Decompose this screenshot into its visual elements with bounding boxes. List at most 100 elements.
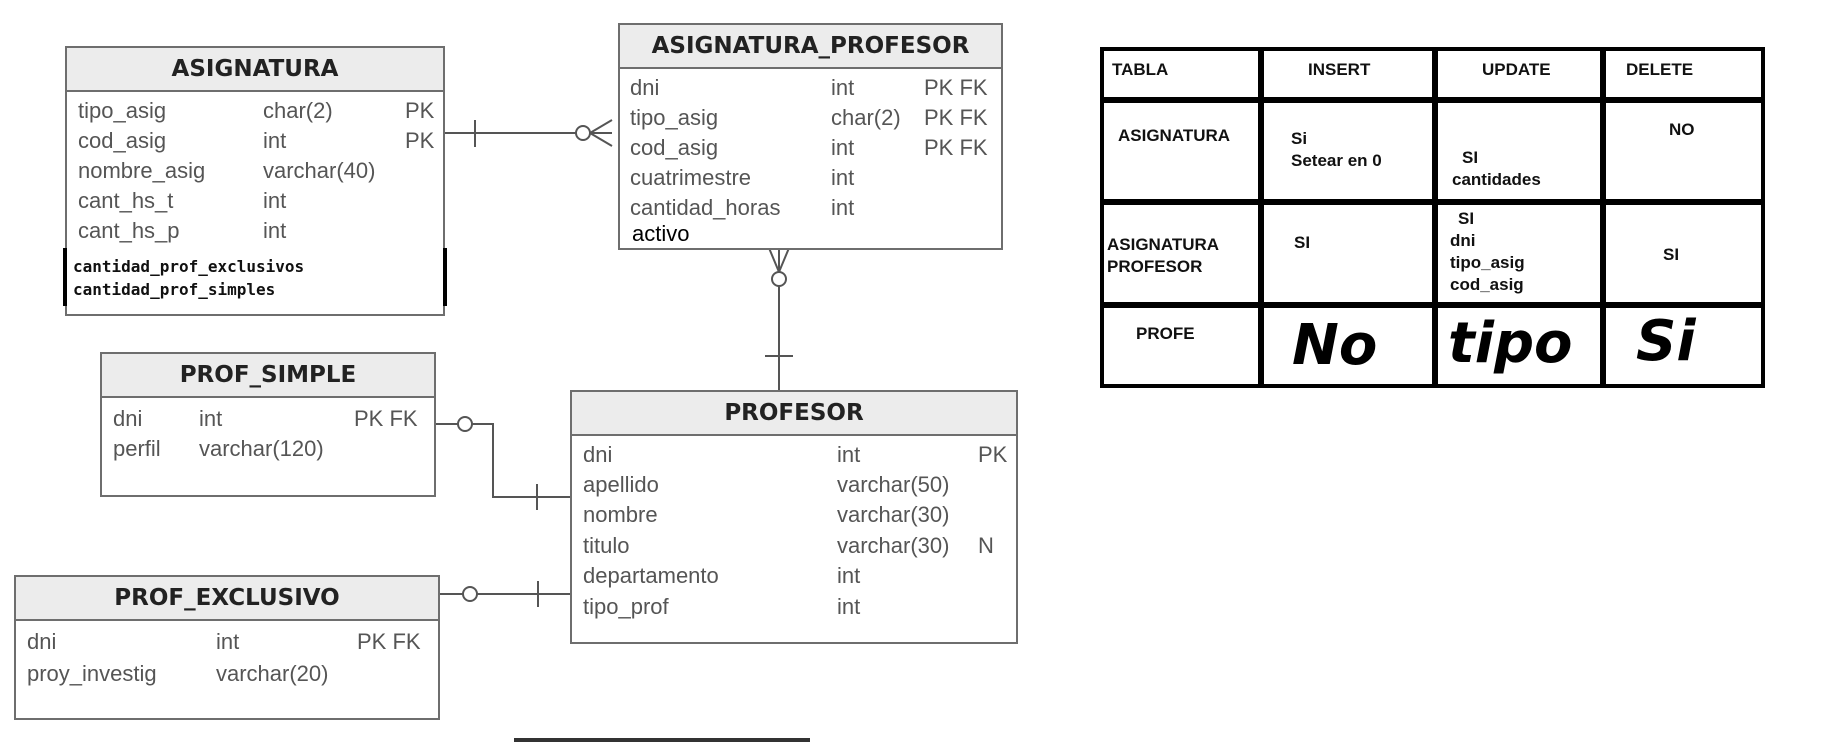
attr-type: int: [837, 563, 861, 588]
attr-name: titulo: [583, 533, 630, 558]
attr-type: varchar(30): [837, 502, 950, 527]
attr-type: int: [837, 594, 861, 619]
attr-key: PK FK: [357, 629, 421, 654]
attr-key: PK: [405, 98, 435, 123]
table-cell: ASIGNATURA: [1104, 103, 1258, 199]
attr-name: dni: [27, 629, 57, 654]
attr-name: tipo_asig: [630, 105, 719, 130]
table-cell: NO: [1606, 103, 1761, 199]
attr-type: varchar(50): [837, 472, 950, 497]
attr-key: PK FK: [354, 406, 418, 431]
row-insert: Si: [1291, 129, 1308, 148]
attr-type: char(2): [831, 105, 901, 130]
table-cell: SI: [1606, 205, 1761, 302]
simple-rel-line-b: [472, 423, 570, 498]
highlight-bar-right: [443, 248, 447, 306]
attr-name: cod_asig: [78, 128, 167, 153]
attr-type: int: [263, 218, 287, 243]
row-update: SI: [1462, 148, 1479, 167]
crowfoot-top: [589, 119, 613, 134]
entity-profesor: PROFESOR dni int PK apellido varchar(50)…: [570, 390, 1018, 644]
attr-type: varchar(30): [837, 533, 950, 558]
attr-name: cant_hs_p: [78, 218, 180, 243]
table-cell: SI cantidades: [1438, 103, 1600, 199]
table-header-cell: TABLA: [1104, 51, 1258, 97]
attr-name: departamento: [583, 563, 719, 588]
attr-type: int: [263, 128, 287, 153]
row-insert-handwritten: No: [1292, 313, 1378, 378]
table-cell: Si Setear en 0: [1264, 103, 1432, 199]
cropped-bottom-element: [514, 738, 810, 742]
header-insert: INSERT: [1308, 60, 1371, 79]
table-cell: SI: [1264, 205, 1432, 302]
attr-type: int: [831, 165, 855, 190]
attr-name: perfil: [113, 436, 161, 461]
attr-type: char(2): [263, 98, 333, 123]
extra-attr-activo: activo: [632, 221, 690, 246]
entity-title: PROFESOR: [572, 392, 1016, 436]
table-header-cell: DELETE: [1606, 51, 1761, 97]
attr-name: cantidad_horas: [630, 195, 781, 220]
attr-key: PK FK: [924, 135, 988, 160]
table-cell: No: [1264, 308, 1432, 384]
attr-type: int: [837, 442, 861, 467]
row-insert: SI: [1294, 233, 1311, 252]
header-delete: DELETE: [1626, 60, 1694, 79]
row-update: SI: [1458, 209, 1475, 228]
attr-key: PK: [978, 442, 1008, 467]
attr-type: int: [831, 75, 855, 100]
table-cell: ASIGNATURA PROFESOR: [1104, 205, 1258, 302]
table-cell: tipo: [1438, 308, 1600, 384]
row-update-handwritten: tipo: [1448, 311, 1573, 376]
row-tabla: PROFE: [1136, 324, 1195, 343]
attr-name: dni: [583, 442, 613, 467]
entity-title: ASIGNATURA: [67, 48, 443, 92]
extra-attr: cantidad_prof_exclusivos: [73, 257, 305, 276]
attr-name: nombre_asig: [78, 158, 206, 183]
attr-key: PK FK: [924, 105, 988, 130]
entity-prof-exclusivo: PROF_EXCLUSIVO dni int PK FK proy_invest…: [14, 575, 440, 720]
crowfoot-left: [768, 247, 780, 273]
attr-key: PK: [405, 128, 435, 153]
asignatura-prof-zero-mark: [575, 125, 591, 141]
crowfoot-bottom: [589, 132, 613, 147]
crowfoot-right: [778, 247, 790, 273]
row-update: dni: [1450, 231, 1476, 250]
trigger-table: TABLA INSERT UPDATE DELETE ASIGNATURA Si…: [1100, 47, 1765, 388]
attr-type: varchar(40): [263, 158, 376, 183]
attr-name: cod_asig: [630, 135, 719, 160]
table-header-cell: INSERT: [1264, 51, 1432, 97]
attr-name: nombre: [583, 502, 658, 527]
attr-type: varchar(20): [216, 661, 329, 686]
attr-type: int: [216, 629, 240, 654]
extra-attr: cantidad_prof_simples: [73, 280, 276, 299]
entity-title: PROF_EXCLUSIVO: [16, 577, 438, 621]
attr-name: tipo_prof: [583, 594, 669, 619]
attr-name: apellido: [583, 472, 659, 497]
row-tabla: ASIGNATURA: [1118, 126, 1231, 145]
highlight-bar-left: [63, 248, 67, 306]
attr-name: cant_hs_t: [78, 188, 174, 213]
row-delete: SI: [1663, 245, 1680, 264]
entity-title: ASIGNATURA_PROFESOR: [620, 25, 1001, 69]
row-tabla: ASIGNATURA PROFESOR: [1107, 235, 1219, 276]
attr-type: int: [263, 188, 287, 213]
attr-name: dni: [630, 75, 660, 100]
attr-type: int: [831, 195, 855, 220]
table-cell: PROFE: [1104, 308, 1258, 384]
entity-asignatura-profesor: ASIGNATURA_PROFESOR dni int PK FK tipo_a…: [618, 23, 1003, 250]
attr-name: dni: [113, 406, 143, 431]
attr-key: N: [978, 533, 994, 558]
attr-name: tipo_asig: [78, 98, 167, 123]
entity-asignatura: ASIGNATURA tipo_asig char(2) PK cod_asig…: [63, 46, 447, 316]
table-header-cell: UPDATE: [1438, 51, 1600, 97]
attr-name: proy_investig: [27, 661, 157, 686]
row-delete: NO: [1669, 120, 1695, 139]
table-cell: SI dni tipo_asig cod_asig: [1438, 205, 1600, 302]
row-insert: Setear en 0: [1291, 151, 1382, 170]
row-delete-handwritten: Si: [1636, 309, 1696, 374]
row-update: tipo_asig: [1450, 253, 1525, 272]
attr-key: PK FK: [924, 75, 988, 100]
attr-type: varchar(120): [199, 436, 324, 461]
